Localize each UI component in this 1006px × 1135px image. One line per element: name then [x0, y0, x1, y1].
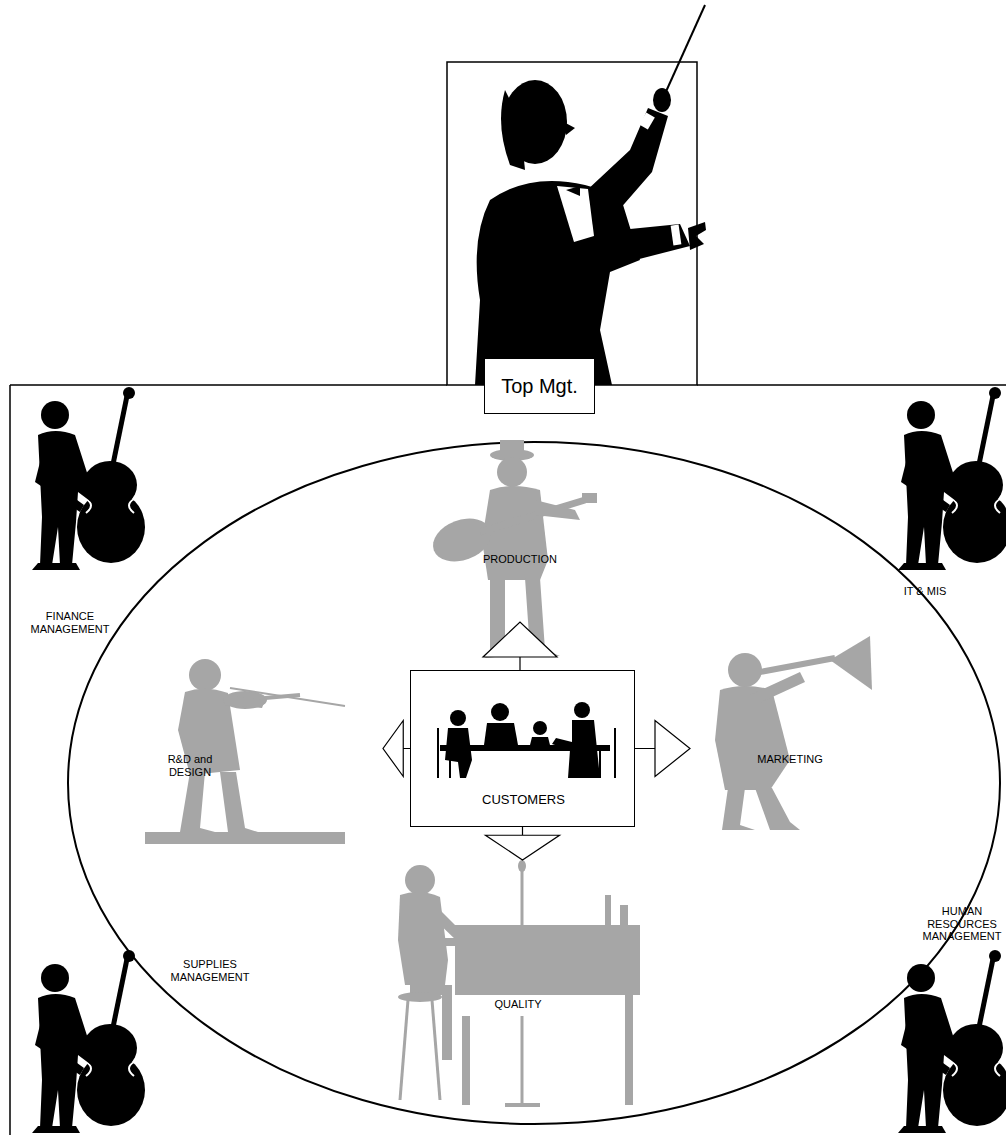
department-label: FINANCE MANAGEMENT: [22, 610, 118, 635]
node-text: MARKETING: [740, 753, 840, 766]
customers-box: CUSTOMERS: [410, 670, 635, 827]
department-label: SUPPLIES MANAGEMENT: [165, 958, 255, 983]
production-figure: PRODUCTION: [440, 445, 600, 622]
department-label: HUMAN RESOURCES MANAGEMENT: [920, 905, 1004, 943]
rnd-figure: R&D and DESIGN: [140, 650, 383, 845]
node-text: R&D and DESIGN: [158, 753, 222, 778]
arrow-connector: [383, 721, 410, 777]
arrow-connector: [486, 827, 560, 860]
node-text: CUSTOMERS: [411, 793, 636, 808]
quality-figure: QUALITY: [393, 860, 643, 1110]
node-text: Top Mgt.: [501, 375, 578, 398]
marketing-figure: MARKETING: [690, 640, 870, 830]
node-text: PRODUCTION: [440, 553, 600, 566]
management-box: Top Mgt.: [484, 358, 595, 414]
department-label: IT & MIS: [890, 585, 960, 598]
node-text: QUALITY: [470, 998, 566, 1011]
arrow-connector: [635, 721, 690, 777]
arrow-connector: [483, 622, 557, 670]
